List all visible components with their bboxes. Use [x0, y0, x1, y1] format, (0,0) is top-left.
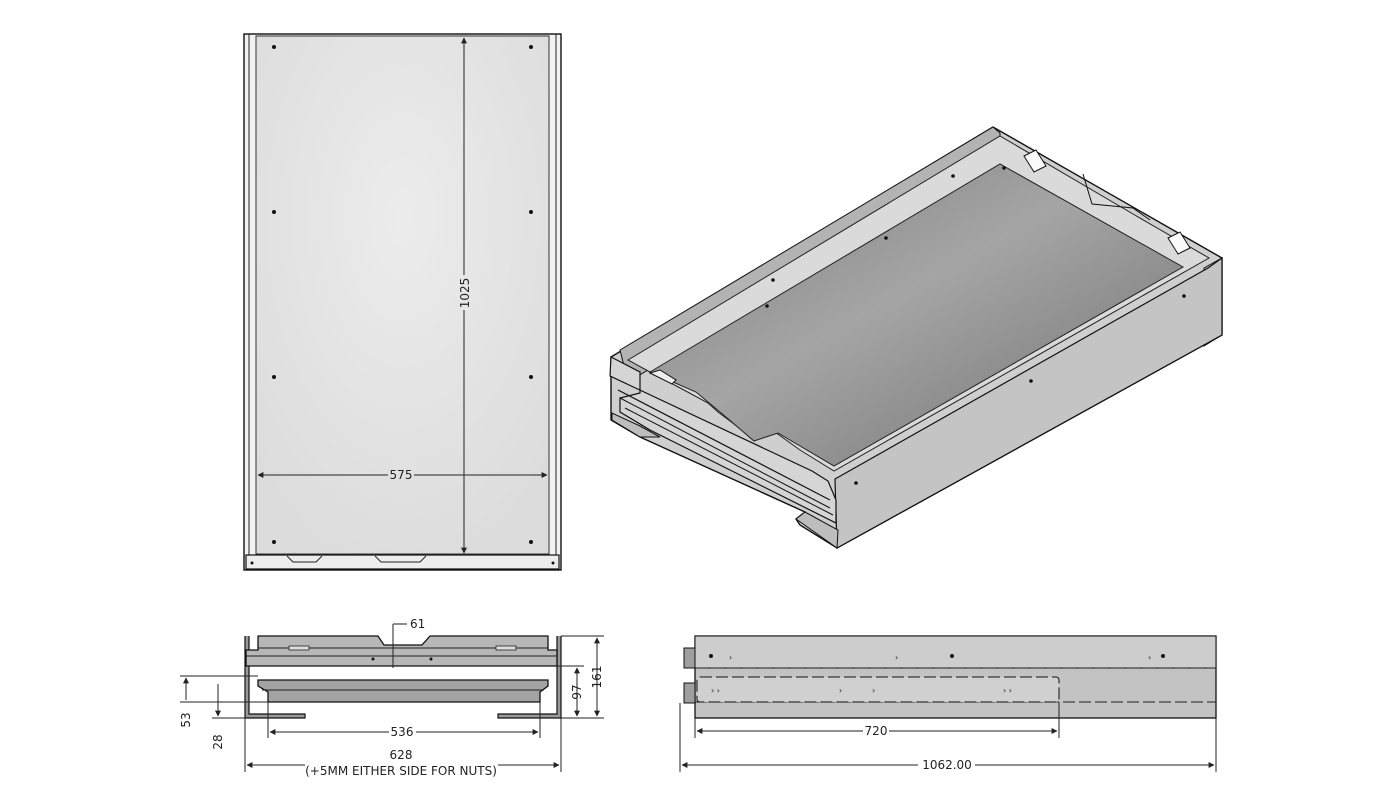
iso-handle-slot-front — [1167, 231, 1191, 255]
side-view-fastener-mark: › — [895, 653, 898, 662]
top-view-handle-cutout-left — [286, 555, 323, 563]
mount-hole — [884, 236, 888, 240]
dim-label-61: 61 — [410, 617, 425, 631]
side-view-fastener-mark: › › — [711, 686, 720, 695]
dim-note-background — [305, 763, 498, 777]
front-view: 61 97 161 53 28 536 628 (+5MM EITHER SID… — [179, 617, 604, 778]
dim-label-161: 161 — [590, 666, 604, 689]
mount-hole — [1002, 166, 1006, 170]
side-view: › › › › › › › › › 720 1062.00 — [679, 635, 1217, 772]
mount-hole — [551, 561, 555, 565]
mount-hole — [272, 210, 276, 214]
side-view-fastener-mark: › — [729, 653, 732, 662]
iso-rail-edge — [617, 389, 831, 501]
mount-hole — [709, 654, 713, 658]
iso-front-foot — [795, 511, 839, 549]
side-view-end-cap — [683, 682, 696, 704]
mount-hole — [272, 540, 276, 544]
iso-rail-bottom-flange — [611, 412, 661, 438]
side-view-end-cap — [683, 647, 696, 669]
mount-hole — [950, 654, 954, 658]
mount-hole — [529, 45, 533, 49]
mount-hole — [951, 174, 955, 178]
mount-hole — [771, 278, 775, 282]
iso-tray-floor — [648, 163, 1185, 467]
dim-label-28: 28 — [211, 734, 225, 749]
top-view: 1025 575 — [243, 33, 562, 571]
iso-front-handle-cutout — [648, 369, 677, 385]
dim-label-97: 97 — [570, 684, 584, 699]
isometric-view — [609, 126, 1223, 550]
front-view-handle-slot — [288, 645, 310, 651]
side-view-fastener-mark: › — [1148, 653, 1151, 662]
top-view-handle-cutout-right — [374, 555, 427, 563]
top-view-tray-floor — [255, 35, 550, 555]
mount-hole — [854, 481, 858, 485]
iso-rail-edge — [624, 407, 834, 516]
iso-rail-edge — [619, 397, 831, 509]
dim-label-536: 536 — [391, 725, 414, 739]
mount-hole — [765, 304, 769, 308]
mount-hole — [371, 657, 375, 661]
mount-hole — [250, 561, 254, 565]
mount-hole — [429, 657, 433, 661]
dim-note-nuts: (+5MM EITHER SIDE FOR NUTS) — [305, 764, 497, 778]
mount-hole — [529, 375, 533, 379]
dim-label-628: 628 — [390, 748, 413, 762]
dim-label-575: 575 — [390, 468, 413, 482]
side-view-fastener-mark: › — [839, 686, 842, 695]
mount-hole — [272, 375, 276, 379]
mount-hole — [1029, 379, 1033, 383]
side-view-fastener-mark: › › — [1003, 686, 1012, 695]
front-view-handle-slot — [495, 645, 517, 651]
side-view-top-band — [694, 635, 1217, 669]
dim-label-1062: 1062.00 — [922, 758, 972, 772]
iso-handle-slot-back — [1023, 149, 1047, 173]
iso-end-notch — [1082, 173, 1151, 221]
front-view-upper-tray — [245, 635, 558, 667]
mount-hole — [529, 210, 533, 214]
front-view-lower-tray — [257, 679, 549, 703]
front-view-outer-bracket — [244, 636, 562, 719]
dim-label-53: 53 — [179, 712, 193, 727]
mount-hole — [529, 540, 533, 544]
side-view-slide-rail — [696, 676, 1060, 703]
side-view-fastener-mark: › — [872, 686, 875, 695]
dim-label-1025: 1025 — [458, 278, 472, 309]
mount-hole — [1161, 654, 1165, 658]
mount-hole — [1182, 294, 1186, 298]
dim-label-720: 720 — [865, 724, 888, 738]
mount-hole — [272, 45, 276, 49]
